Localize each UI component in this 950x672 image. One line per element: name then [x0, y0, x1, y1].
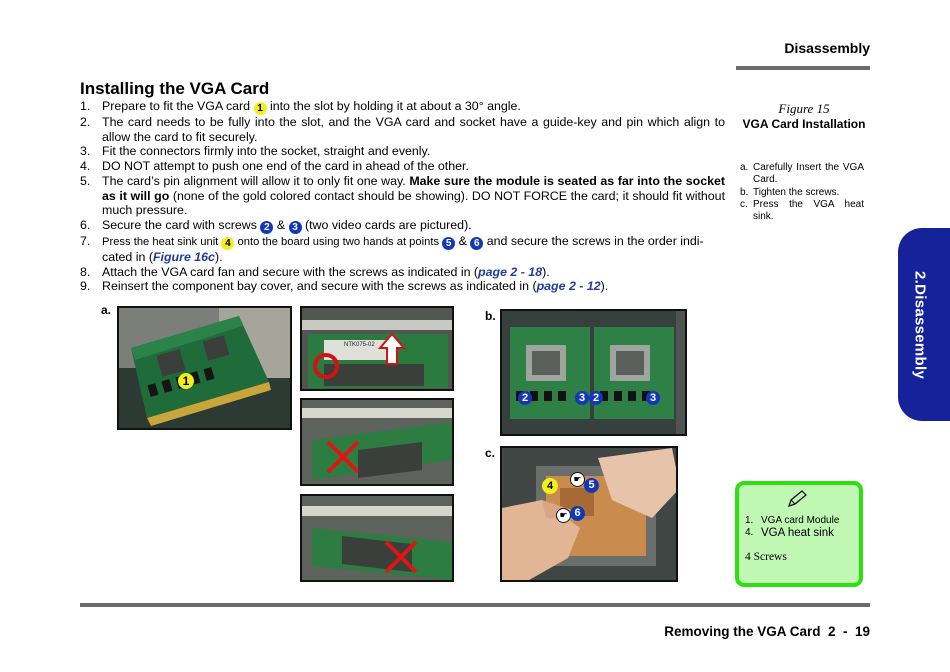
step-7: 7. Press the heat sink unit 4 onto the b… — [80, 233, 704, 264]
slot-detail-illustration — [302, 308, 452, 389]
figure-title: VGA Card Installation — [742, 117, 866, 131]
callout-badge: 2 — [589, 391, 603, 405]
photo-label-c: c. — [485, 446, 496, 460]
footer-page-info: Removing the VGA Card 2 - 19 — [664, 624, 870, 639]
step-8: 8. Attach the VGA card fan and secure wi… — [80, 264, 550, 279]
figure-notes: a.Carefully Insert the VGA Card. b.Tight… — [740, 162, 864, 223]
step-2: 2. The card needs to be fully into the s… — [80, 115, 725, 144]
legend-item: 1.VGA card Module — [745, 515, 840, 526]
header-title: Disassembly — [784, 40, 870, 56]
callout-badge: 2 — [518, 391, 532, 405]
callout-badge: 4 — [542, 478, 558, 494]
callout-badge: 5 — [442, 236, 456, 250]
callout-badge: 6 — [470, 236, 484, 250]
step-9: 9. Reinsert the component bay cover, and… — [80, 279, 609, 294]
card-insert-illustration — [119, 308, 290, 428]
photo-wrong-insert-2 — [300, 494, 454, 582]
chapter-tab[interactable] — [898, 228, 950, 421]
pointing-hand-icon: ☛ — [556, 508, 571, 523]
figure-note: b.Tighten the screws. — [740, 186, 840, 198]
callout-badge: 1 — [178, 373, 194, 389]
heatsink-press-illustration — [502, 448, 676, 580]
callout-badge: 3 — [575, 391, 589, 405]
callout-badge: 1 — [253, 102, 267, 115]
photo-card-insert: 1 — [117, 306, 292, 430]
callout-badge: 6 — [570, 506, 585, 521]
callout-badge: 5 — [584, 478, 599, 493]
photo-wrong-insert-1 — [300, 398, 454, 486]
parts-legend — [735, 481, 863, 587]
figure-number: Figure 15 — [778, 101, 830, 116]
step-6: 6. Secure the card with screws 2 & 3 (tw… — [80, 217, 472, 234]
page-link[interactable]: page 2 - 18 — [478, 264, 543, 279]
pencil-icon — [787, 490, 807, 508]
chapter-tab-label: 2.Disassembly — [911, 270, 929, 380]
step-5: 5. The card’s pin alignment will allow i… — [80, 173, 726, 218]
figure-link[interactable]: Figure 16c — [152, 249, 215, 264]
header-rule — [736, 66, 870, 70]
legend-item: 4.VGA heat sink — [745, 527, 834, 539]
step-1: 1. Prepare to fit the VGA card 1 into th… — [80, 99, 521, 115]
figure-caption: Figure 15 VGA Card Installation — [740, 101, 868, 132]
page-link[interactable]: page 2 - 12 — [536, 279, 601, 294]
photo-heatsink-press: 4 ☛ 5 ☛ 6 — [500, 446, 678, 582]
callout-badge: 4 — [221, 236, 235, 250]
photo-screws: 2 3 2 3 — [500, 309, 687, 436]
legend-footer: 4 Screws — [745, 551, 787, 563]
section-title: Installing the VGA Card — [80, 79, 270, 98]
instruction-steps: 1. Prepare to fit the VGA card 1 into th… — [80, 99, 725, 294]
wrong-insert-illustration — [302, 496, 452, 580]
figure-note: a.Carefully Insert the VGA Card. — [740, 162, 864, 186]
board-label: NTK075-02 — [344, 342, 375, 348]
two-vga-cards-illustration — [502, 311, 685, 434]
callout-badge: 3 — [646, 391, 660, 405]
step-4: 4. DO NOT attempt to push one end of the… — [80, 159, 469, 174]
photo-label-b: b. — [485, 309, 496, 323]
pointing-hand-icon: ☛ — [570, 472, 585, 487]
footer-rule — [80, 603, 870, 607]
wrong-insert-illustration — [302, 400, 452, 484]
step-3: 3. Fit the connectors firmly into the so… — [80, 144, 431, 159]
photo-slot-detail: NTK075-02 — [300, 306, 454, 391]
callout-badge: 3 — [288, 220, 302, 234]
figure-note: c.Press the VGA heat sink. — [740, 198, 864, 223]
callout-badge: 2 — [260, 220, 274, 234]
photo-label-a: a. — [101, 303, 112, 317]
legend-list: 1.VGA card Module 4.VGA heat sink — [745, 515, 860, 539]
